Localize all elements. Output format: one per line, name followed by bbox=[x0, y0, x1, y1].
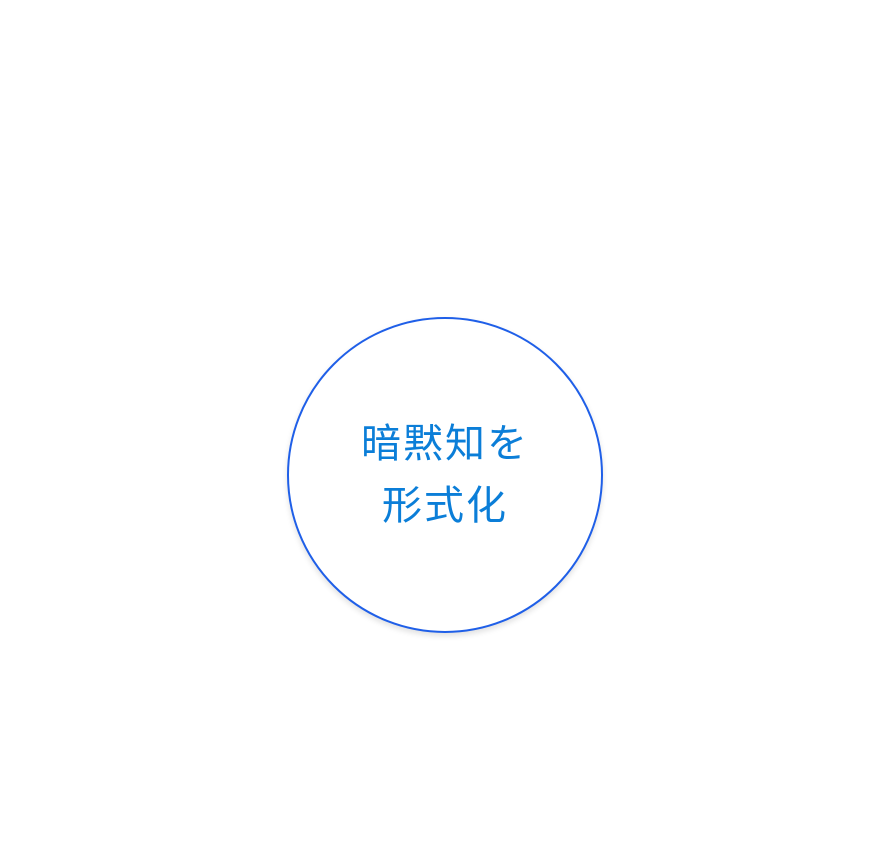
concept-label: 暗黙知を 形式化 bbox=[361, 413, 529, 537]
concept-label-line-1: 暗黙知を bbox=[361, 421, 529, 467]
concept-circle: 暗黙知を 形式化 bbox=[287, 317, 603, 633]
concept-label-line-2: 形式化 bbox=[382, 483, 508, 529]
